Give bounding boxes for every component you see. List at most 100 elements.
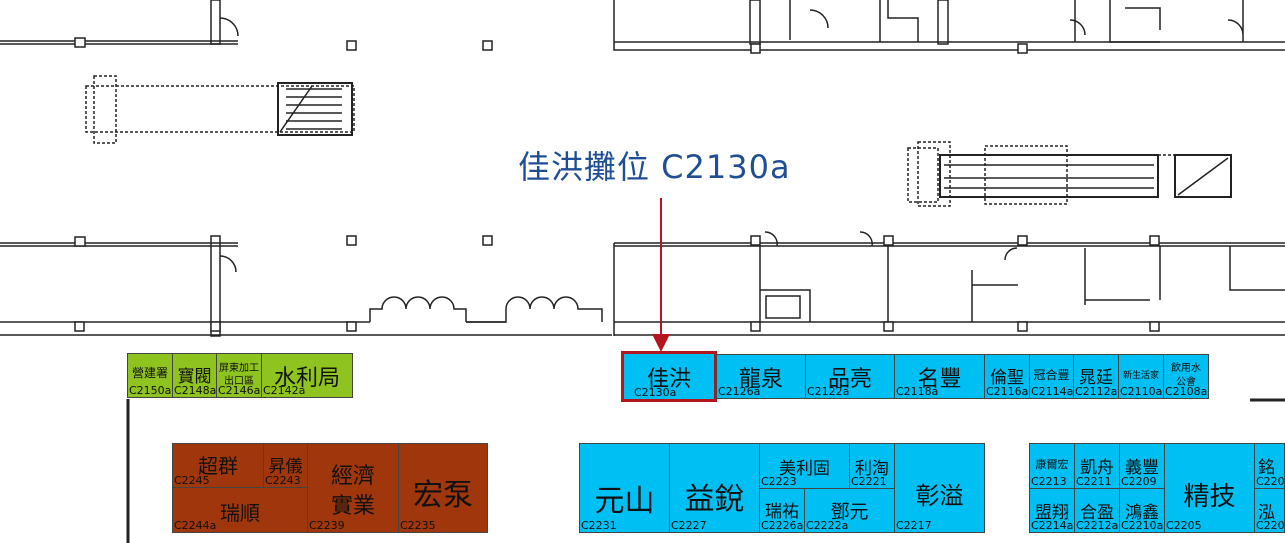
booth-c2217[interactable]: 彰溢 C2217 <box>894 443 985 533</box>
booth-name: 營建署 <box>131 366 168 380</box>
booth-name: 品亮 <box>827 367 872 392</box>
booth-c2214a[interactable]: 盟翔 C2214a <box>1029 488 1075 533</box>
booth-c2221[interactable]: 利淘 C2221 <box>849 443 895 489</box>
booth-name: 龍泉 <box>738 367 783 392</box>
booth-name: 新生活家 <box>1122 371 1159 381</box>
booth-c2118a[interactable]: 名豐 C2118a <box>894 354 985 399</box>
booth-name: 名豐 <box>917 367 962 392</box>
booth-c2239[interactable]: 經濟 實業 C2239 <box>307 443 399 533</box>
booth-c2211[interactable]: 凱舟 C2211 <box>1074 443 1120 489</box>
booth-code: C2211 <box>1076 475 1112 488</box>
booth-c2205[interactable]: 精技 C2205 <box>1164 443 1255 533</box>
booth-name: 水利局 <box>273 366 340 391</box>
booth-code: C2222a <box>806 519 849 532</box>
booth-c2243[interactable]: 昇儀 C2243 <box>263 443 308 488</box>
booth-name: 合盈 <box>1080 503 1114 523</box>
booth-code: C2210a <box>1121 519 1164 532</box>
booth-code: C2214a <box>1031 519 1074 532</box>
booth-name: 倫聖 <box>990 368 1024 388</box>
booth-code: C2118a <box>896 385 939 398</box>
booth-c2227[interactable]: 益銳 C2227 <box>669 443 760 533</box>
booth-c2148a[interactable]: 寶閥 C2148a <box>172 353 217 398</box>
booth-name: 鴻鑫 <box>1125 503 1159 523</box>
booth-name: 泓 <box>1258 503 1275 523</box>
booth-name: 盟翔 <box>1035 503 1069 523</box>
booth-name-line2: 出口區 <box>224 376 254 387</box>
booth-c220-lower[interactable]: 泓 C220 <box>1254 488 1285 533</box>
booth-name: 冠合豐 <box>1033 368 1070 382</box>
booth-name: 鄧元 <box>830 501 869 523</box>
booth-code: C2148a <box>174 384 217 397</box>
booth-code: C2114a <box>1031 385 1074 398</box>
booth-code: C2142a <box>263 384 306 397</box>
booth-c2130a[interactable]: 佳洪 C2130a <box>621 351 717 402</box>
booth-c2126a[interactable]: 龍泉 C2126a <box>716 354 806 399</box>
booth-name: 精技 <box>1183 482 1236 512</box>
booth-c2231[interactable]: 元山 C2231 <box>579 443 670 533</box>
booth-code: C2110a <box>1120 385 1163 398</box>
booth-name: 宏泵 <box>413 478 473 513</box>
booth-code: C2146a <box>218 384 261 397</box>
booth-c2235[interactable]: 宏泵 C2235 <box>398 443 488 533</box>
booth-name-line2: 公會 <box>1176 377 1196 388</box>
booth-c2245[interactable]: 超群 C2245 <box>172 443 264 488</box>
booth-code: C2243 <box>265 474 301 487</box>
booth-callout-label: 佳洪攤位 C2130a <box>518 148 791 186</box>
booth-c2213[interactable]: 康爾宏 C2213 <box>1029 443 1075 489</box>
booth-c2110a[interactable]: 新生活家 C2110a <box>1118 354 1164 399</box>
booth-c220-upper[interactable]: 銘 C220 <box>1254 443 1285 489</box>
booth-c2209[interactable]: 義豐 C2209 <box>1119 443 1165 489</box>
booth-name: 佳洪 <box>646 367 691 392</box>
booth-c2244a[interactable]: 瑞順 C2244a <box>172 487 308 533</box>
booth-code: C2212a <box>1076 519 1119 532</box>
booth-code: C2244a <box>174 519 217 532</box>
booth-name: 寶閥 <box>177 367 212 387</box>
booth-c2142a[interactable]: 水利局 C2142a <box>261 353 353 398</box>
booth-code: C2213 <box>1031 475 1067 488</box>
booth-code: C2231 <box>581 519 617 532</box>
booth-name: 銘 <box>1258 458 1275 478</box>
booth-c2146a[interactable]: 屏東加工 出口區 C2146a <box>216 353 262 398</box>
booth-c2222a[interactable]: 鄧元 C2222a <box>804 488 895 533</box>
booth-code: C2150a <box>129 384 172 397</box>
booth-code: C2227 <box>671 519 707 532</box>
booth-name: 超群 <box>198 454 238 478</box>
booth-code: C2223 <box>761 475 797 488</box>
booth-name: 飲用水 <box>1171 363 1201 374</box>
booth-code: C2245 <box>174 474 210 487</box>
booth-c2122a[interactable]: 品亮 C2122a <box>805 354 895 399</box>
booth-c2116a[interactable]: 倫聖 C2116a <box>984 354 1030 399</box>
booth-name: 凱舟 <box>1080 458 1114 478</box>
booth-code: C2239 <box>309 519 345 532</box>
booth-c2226a[interactable]: 瑞祐 C2226a <box>759 488 805 533</box>
booth-name: 瑞順 <box>220 501 260 525</box>
arrowhead-icon <box>652 334 670 352</box>
booth-code: C2221 <box>851 475 887 488</box>
booth-name-line2: 實業 <box>330 494 375 519</box>
booth-c2212a[interactable]: 合盈 C2212a <box>1074 488 1120 533</box>
booth-name: 利淘 <box>855 459 889 479</box>
booth-name: 昇儀 <box>268 457 303 477</box>
booth-c2114a[interactable]: 冠合豐 C2114a <box>1029 354 1074 399</box>
booth-name: 元山 <box>594 484 655 519</box>
booth-code: C2226a <box>761 519 804 532</box>
booth-code: C2116a <box>986 385 1029 398</box>
booth-code: C220 <box>1256 475 1285 488</box>
booth-name: 彰溢 <box>915 482 964 510</box>
booth-c2150a[interactable]: 營建署 C2150a <box>127 353 173 398</box>
booth-code: C220 <box>1256 519 1285 532</box>
booth-name: 瑞祐 <box>765 502 799 522</box>
booth-name: 美利固 <box>779 459 830 479</box>
booth-name: 益銳 <box>684 482 745 517</box>
booth-c2108a[interactable]: 飲用水 公會 C2108a <box>1163 354 1209 399</box>
booth-name: 屏東加工 <box>219 363 259 374</box>
booth-name: 康爾宏 <box>1035 458 1069 471</box>
booth-c2223[interactable]: 美利固 C2223 <box>759 443 850 489</box>
booth-code: C2112a <box>1075 385 1118 398</box>
booth-name: 晁廷 <box>1079 368 1113 388</box>
booth-code: C2217 <box>896 519 932 532</box>
booth-c2112a[interactable]: 晁廷 C2112a <box>1073 354 1119 399</box>
booth-code: C2108a <box>1165 385 1208 398</box>
booth-c2210a[interactable]: 鴻鑫 C2210a <box>1119 488 1165 533</box>
